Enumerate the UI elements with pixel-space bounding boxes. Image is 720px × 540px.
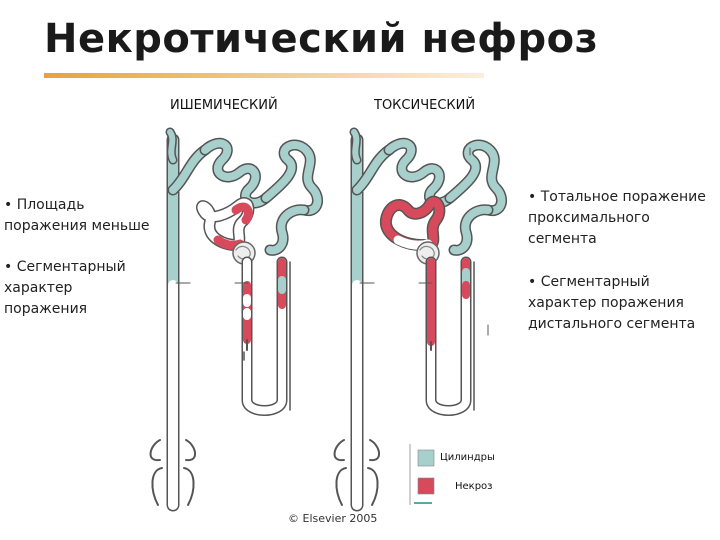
- column-heading-ischemic: ИШЕМИЧЕСКИЙ: [170, 98, 278, 113]
- distal-convoluted-left: [199, 137, 323, 256]
- legend-swatch-necrosis: [417, 477, 435, 495]
- copyright: © Elsevier 2005: [288, 512, 378, 525]
- right-note-distal: • Сегментарный характер поражения дистал…: [528, 274, 696, 332]
- right-notes: • Тотальное поражение проксимального сег…: [528, 187, 708, 335]
- collecting-duct-left: [149, 127, 196, 512]
- loop-of-henle-right: [425, 256, 472, 416]
- proximal-convoluted-left: [196, 197, 255, 252]
- nephron-ischemic: [149, 127, 323, 512]
- distal-convoluted-right: [383, 137, 507, 256]
- column-heading-toxic: ТОКСИЧЕСКИЙ: [374, 98, 476, 113]
- proximal-convoluted-right: [380, 195, 446, 252]
- collecting-duct-right: [333, 127, 380, 512]
- legend: [409, 444, 435, 505]
- loop-of-henle-left: [241, 256, 288, 416]
- left-note-area: • Площадь поражения меньше: [4, 197, 150, 234]
- legend-label-casts: Цилиндры: [440, 452, 495, 463]
- left-notes: • Площадь поражения меньше • Сегментарны…: [4, 195, 154, 320]
- title-underline: [44, 73, 484, 78]
- right-note-total: • Тотальное поражение проксимального сег…: [528, 189, 706, 247]
- legend-label-necrosis: Некроз: [455, 481, 493, 492]
- legend-swatch-casts: [417, 449, 435, 467]
- page-title: Некротический нефроз: [44, 16, 599, 62]
- nephron-toxic: [333, 127, 507, 512]
- left-note-segmental: • Сегментарный характер поражения: [4, 259, 126, 317]
